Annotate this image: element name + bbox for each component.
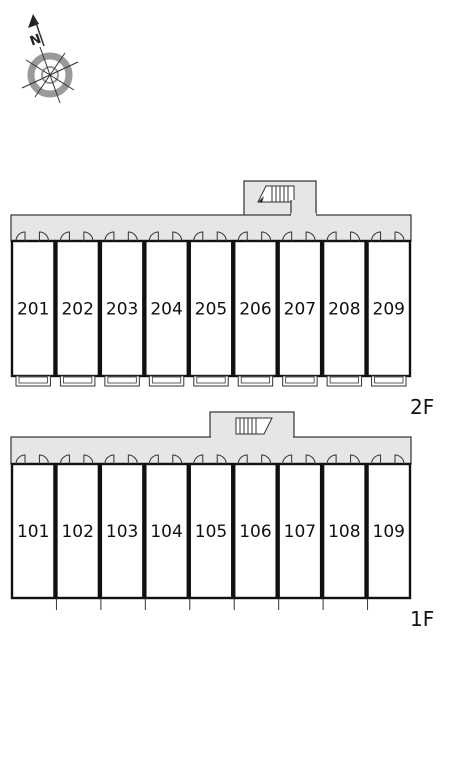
door-icon: [216, 231, 227, 242]
unit-109: 109: [366, 454, 412, 610]
door-icon: [148, 231, 159, 242]
floor-1f: 101 102 103 104 105 106 107 108 109 1F: [10, 411, 434, 631]
door-icon: [237, 231, 248, 242]
unit-number-label: 203: [106, 300, 138, 320]
door-icon: [394, 231, 405, 242]
door-icon: [104, 454, 115, 465]
door-icon: [326, 454, 337, 465]
floor-label-2f: 2F: [410, 395, 434, 419]
unit-105: 105: [188, 454, 234, 610]
unit-104: 104: [144, 454, 189, 610]
unit-number-label: 208: [328, 300, 360, 320]
unit-107: 107: [277, 454, 323, 610]
unit-number-label: 205: [195, 300, 227, 320]
unit-number-label: 104: [150, 522, 182, 542]
door-icon: [15, 231, 26, 242]
unit-number-label: 204: [150, 300, 182, 320]
door-icon: [104, 231, 115, 242]
door-icon: [148, 454, 159, 465]
door-icon: [216, 454, 227, 465]
unit-number-label: 102: [61, 522, 93, 542]
staircase-icon: [257, 185, 295, 203]
corridor-2f: [10, 214, 412, 242]
door-icon: [38, 454, 49, 465]
unit-103: 103: [99, 454, 145, 610]
door-icon: [282, 231, 293, 242]
balcony: [104, 375, 140, 387]
balcony: [371, 375, 407, 387]
floor-2f: 201 202 203 204 205 206 207 208 209 2F: [10, 180, 434, 419]
unit-203: 203: [99, 231, 145, 387]
unit-number-label: 201: [17, 300, 49, 320]
unit-number-label: 101: [17, 522, 49, 542]
unit-202: 202: [55, 231, 101, 387]
door-icon: [59, 454, 70, 465]
door-icon: [127, 454, 138, 465]
unit-108: 108: [321, 454, 367, 610]
compass-north-letter: N: [28, 32, 43, 50]
door-icon: [282, 454, 293, 465]
balcony: [59, 375, 96, 387]
staircase-icon: [235, 417, 273, 435]
door-icon: [350, 231, 361, 242]
unit-number-label: 103: [106, 522, 138, 542]
door-icon: [350, 454, 361, 465]
balcony: [237, 375, 274, 387]
door-icon: [305, 454, 316, 465]
balcony: [282, 375, 318, 387]
compass-rose-icon: N: [21, 14, 79, 104]
door-icon: [83, 231, 94, 242]
balcony: [148, 375, 185, 387]
door-icon: [15, 454, 26, 465]
door-icon: [371, 231, 382, 242]
door-icon: [371, 454, 382, 465]
unit-205: 205: [188, 231, 234, 387]
door-icon: [394, 454, 405, 465]
unit-number-label: 105: [195, 522, 227, 542]
balcony: [326, 375, 363, 387]
balcony: [193, 375, 229, 387]
door-icon: [38, 231, 49, 242]
unit-201: 201: [10, 231, 56, 387]
unit-number-label: 108: [328, 522, 360, 542]
unit-number-label: 106: [239, 522, 271, 542]
unit-number-label: 202: [61, 300, 93, 320]
unit-number-label: 107: [284, 522, 316, 542]
unit-106: 106: [233, 454, 278, 610]
door-icon: [83, 454, 94, 465]
unit-number-label: 206: [239, 300, 271, 320]
door-icon: [172, 231, 183, 242]
unit-102: 102: [55, 454, 101, 610]
door-icon: [193, 231, 204, 242]
floor-label-1f: 1F: [410, 607, 434, 631]
door-icon: [261, 454, 272, 465]
unit-204: 204: [144, 231, 189, 387]
door-icon: [261, 231, 272, 242]
unit-208: 208: [321, 231, 367, 387]
unit-101: 101: [10, 454, 56, 600]
door-icon: [172, 454, 183, 465]
unit-209: 209: [366, 231, 412, 387]
door-icon: [326, 231, 337, 242]
door-icon: [305, 231, 316, 242]
balcony: [15, 375, 51, 387]
unit-number-label: 207: [284, 300, 316, 320]
door-icon: [127, 231, 138, 242]
door-icon: [193, 454, 204, 465]
door-icon: [59, 231, 70, 242]
unit-206: 206: [233, 231, 278, 387]
door-icon: [237, 454, 248, 465]
unit-207: 207: [277, 231, 323, 387]
unit-number-label: 109: [373, 522, 405, 542]
unit-number-label: 209: [373, 300, 405, 320]
